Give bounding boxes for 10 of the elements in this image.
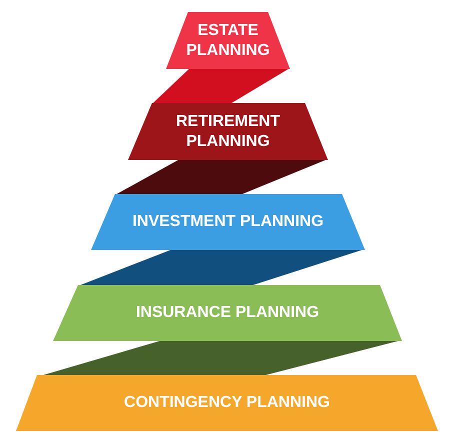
pyramid-tier [16, 375, 438, 431]
pyramid-tier [166, 12, 290, 69]
tier-label: INSURANCE PLANNING [136, 303, 320, 323]
pyramid-tier [91, 194, 365, 250]
tier-label: RETIREMENT PLANNING [175, 112, 281, 152]
tier-label: ESTATE PLANNING [185, 20, 271, 60]
tier-label: INVESTMENT PLANNING [132, 212, 324, 232]
pyramid-tier [53, 285, 402, 341]
pyramid-tier [128, 103, 328, 160]
tier-label: CONTINGENCY PLANNING [124, 393, 330, 413]
